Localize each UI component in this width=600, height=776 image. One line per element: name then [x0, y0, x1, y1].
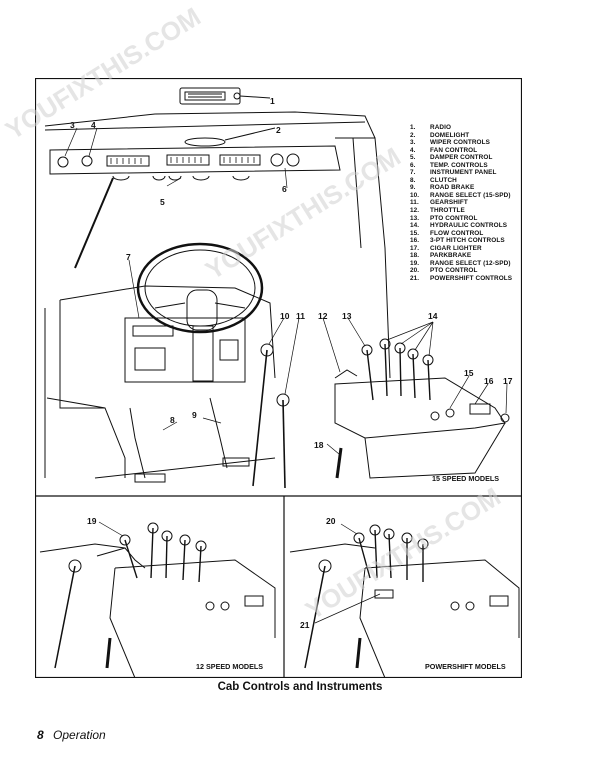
callout-18: 18 — [314, 440, 324, 450]
legend-number: 19. — [410, 259, 420, 267]
callout-1: 1 — [270, 96, 275, 106]
legend-item: 11. GEARSHIFT — [410, 199, 512, 207]
cab-controls-illustration — [35, 78, 522, 678]
legend-label: GEARSHIFT — [430, 199, 468, 207]
legend-label: PTO CONTROL — [430, 267, 478, 275]
legend-number: 1. — [410, 124, 416, 131]
callout-15: 15 — [464, 368, 474, 378]
legend-number: 5. — [410, 154, 416, 162]
legend-number: 6. — [410, 161, 416, 169]
legend-item: 4. FAN CONTROL — [410, 147, 512, 155]
callout-7: 7 — [126, 252, 131, 262]
legend-label: RANGE SELECT (15-SPD) — [430, 191, 511, 199]
callout-5: 5 — [160, 197, 165, 207]
legend-label: INSTRUMENT PANEL — [430, 169, 497, 177]
callout-21: 21 — [300, 620, 310, 630]
callout-17: 17 — [503, 376, 513, 386]
legend-label: DAMPER CONTROL — [430, 154, 493, 162]
legend-item: 15. FLOW CONTROL — [410, 230, 512, 238]
legend-label: PARKBRAKE — [430, 252, 472, 260]
legend-item: 17. CIGAR LIGHTER — [410, 245, 512, 253]
legend-item: 2. DOMELIGHT — [410, 132, 512, 140]
legend-item: 12. THROTTLE — [410, 207, 512, 215]
callout-11: 11 — [296, 311, 305, 321]
callout-13: 13 — [342, 311, 352, 321]
legend-item: 10. RANGE SELECT (15-SPD) — [410, 192, 512, 200]
legend-label: CIGAR LIGHTER — [430, 244, 482, 252]
callout-10: 10 — [280, 311, 290, 321]
callout-2: 2 — [276, 125, 281, 135]
legend-number: 7. — [410, 169, 416, 177]
page-footer: 8 Operation — [37, 728, 106, 742]
legend-number: 14. — [410, 222, 420, 230]
legend-number: 8. — [410, 176, 416, 184]
legend-number: 21. — [410, 274, 420, 282]
legend-number: 18. — [410, 252, 420, 260]
legend-number: 9. — [410, 184, 416, 192]
legend-number: 11. — [410, 199, 419, 207]
legend-label: RADIO — [430, 124, 452, 131]
callout-16: 16 — [484, 376, 494, 386]
legend-label: THROTTLE — [430, 207, 465, 215]
legend-item: 6. TEMP. CONTROLS — [410, 162, 512, 170]
legend-label: TEMP. CONTROLS — [430, 161, 488, 169]
callout-14: 14 — [428, 311, 438, 321]
legend-item: 20. PTO CONTROL — [410, 267, 512, 275]
page-number: 8 — [37, 728, 44, 742]
legend-label: ROAD BRAKE — [430, 184, 475, 192]
legend-label: WIPER CONTROLS — [430, 139, 490, 147]
section-name: Operation — [53, 728, 106, 742]
legend-item: 9. ROAD BRAKE — [410, 184, 512, 192]
legend-number: 16. — [410, 237, 420, 245]
legend-item: 7. INSTRUMENT PANEL — [410, 169, 512, 177]
legend-label: FLOW CONTROL — [430, 229, 484, 237]
legend-number: 2. — [410, 131, 416, 139]
legend-number: 12. — [410, 207, 420, 215]
legend-label: POWERSHIFT CONTROLS — [430, 274, 513, 282]
legend-number: 4. — [410, 146, 416, 154]
legend-label: DOMELIGHT — [430, 131, 470, 139]
legend-item: 8. CLUTCH — [410, 177, 512, 185]
legend-number: 17. — [410, 244, 420, 252]
legend-item: 13. PTO CONTROL — [410, 215, 512, 223]
legend-number: 3. — [410, 139, 416, 147]
controls-legend: 1. RADIO 2. DOMELIGHT 3. WIPER CONTROLS 4. FAN … — [410, 124, 512, 282]
legend-item: 3. WIPER CONTROLS — [410, 139, 512, 147]
legend-item: 5. DAMPER CONTROL — [410, 154, 512, 162]
callout-3: 3 — [70, 120, 75, 130]
legend-label: CLUTCH — [430, 176, 457, 184]
panel-label-powershift: POWERSHIFT MODELS — [425, 662, 506, 671]
callout-4: 4 — [91, 120, 96, 130]
callout-6: 6 — [282, 184, 287, 194]
figure-caption: Cab Controls and Instruments — [217, 681, 383, 693]
callout-9: 9 — [192, 410, 197, 420]
legend-label: HYDRAULIC CONTROLS — [430, 222, 508, 230]
legend-number: 15. — [410, 229, 420, 237]
legend-label: FAN CONTROL — [430, 146, 478, 154]
legend-item: 18. PARKBRAKE — [410, 252, 512, 260]
callout-20: 20 — [326, 516, 336, 526]
legend-number: 10. — [410, 191, 420, 199]
callout-12: 12 — [318, 311, 328, 321]
callout-19: 19 — [87, 516, 97, 526]
legend-item: 19. RANGE SELECT (12-SPD) — [410, 260, 512, 268]
legend-label: 3-PT HITCH CONTROLS — [430, 237, 505, 245]
legend-item: 21. POWERSHIFT CONTROLS — [410, 275, 512, 283]
legend-label: PTO CONTROL — [430, 214, 478, 222]
panel-label-12-speed: 12 SPEED MODELS — [196, 662, 264, 671]
legend-number: 13. — [410, 214, 420, 222]
legend-number: 20. — [410, 267, 420, 275]
panel-label-15-speed: 15 SPEED MODELS — [432, 474, 500, 483]
legend-item: 1. RADIO — [410, 124, 512, 132]
legend-item: 16. 3-PT HITCH CONTROLS — [410, 237, 512, 245]
legend-item: 14. HYDRAULIC CONTROLS — [410, 222, 512, 230]
callout-8: 8 — [170, 415, 175, 425]
legend-label: RANGE SELECT (12-SPD) — [430, 259, 511, 267]
